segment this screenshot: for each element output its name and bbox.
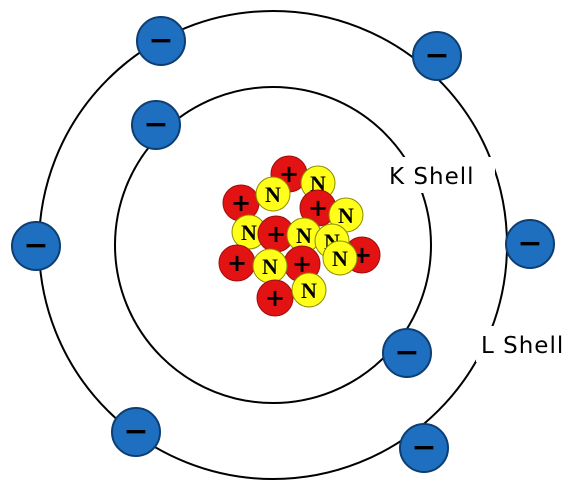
plus-sign: + <box>265 284 285 312</box>
electron-circle <box>111 407 161 457</box>
electron-circle <box>136 16 186 66</box>
l-shell-label: L Shell <box>481 333 564 359</box>
plus-sign: + <box>231 189 251 217</box>
electron-circle <box>131 100 181 150</box>
plus-sign: + <box>308 194 328 222</box>
neutron-letter: N <box>296 223 312 248</box>
k-shell-orbit <box>114 86 432 404</box>
neutron-letter: N <box>332 246 348 271</box>
proton-circle <box>256 279 294 317</box>
neutron: N <box>252 248 288 284</box>
minus-sign: − <box>23 228 48 263</box>
neutron-letter: N <box>338 203 354 228</box>
k-shell-label-bg <box>383 157 495 193</box>
electron: − <box>111 407 161 457</box>
plus-sign: + <box>266 220 286 248</box>
neutron: N <box>300 165 336 201</box>
electron: − <box>11 221 61 271</box>
neutron: N <box>291 272 327 308</box>
electron: − <box>412 31 462 81</box>
neutron-circle <box>291 272 327 308</box>
minus-sign: − <box>123 414 148 449</box>
electron-circle <box>399 423 449 473</box>
proton: + <box>256 279 294 317</box>
plus-sign: + <box>292 250 312 278</box>
electron: − <box>505 219 555 269</box>
neutron-letter: N <box>301 278 317 303</box>
minus-sign: − <box>424 38 449 73</box>
electron: − <box>382 328 432 378</box>
plus-sign: + <box>227 249 247 277</box>
electrons: − − − − − − − − <box>11 16 555 473</box>
proton: + <box>299 189 337 227</box>
electron-circle <box>11 221 61 271</box>
neutron: N <box>322 240 358 276</box>
neutron: N <box>286 217 322 253</box>
neutron-circle <box>322 240 358 276</box>
neutron-letter: N <box>310 171 326 196</box>
electron-circle <box>412 31 462 81</box>
neutron: N <box>255 176 291 212</box>
k-shell-label: K Shell <box>389 164 475 190</box>
l-shell-label-bg <box>476 326 582 362</box>
neutron-letter: N <box>262 254 278 279</box>
neutron-letter: N <box>241 220 257 245</box>
proton: + <box>218 244 256 282</box>
neutron-letter: N <box>265 182 281 207</box>
proton: + <box>257 215 295 253</box>
neutron: N <box>328 197 364 233</box>
electron: − <box>399 423 449 473</box>
minus-sign: − <box>143 107 168 142</box>
electron: − <box>136 16 186 66</box>
electron: − <box>131 100 181 150</box>
electron-circle <box>505 219 555 269</box>
minus-sign: − <box>517 226 542 261</box>
electron-circle <box>382 328 432 378</box>
minus-sign: − <box>411 430 436 465</box>
minus-sign: − <box>148 23 173 58</box>
neutron-circle <box>255 176 291 212</box>
minus-sign: − <box>394 335 419 370</box>
